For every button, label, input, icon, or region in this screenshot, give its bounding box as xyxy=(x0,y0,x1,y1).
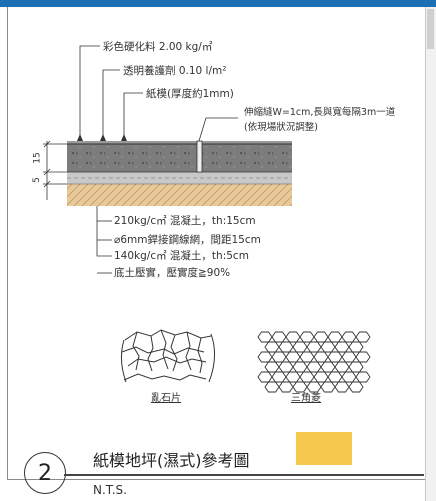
diamond-tile xyxy=(285,351,301,363)
diamond-tile xyxy=(341,331,357,343)
vertical-scrollbar[interactable] xyxy=(425,7,436,501)
subgrade-layer xyxy=(67,184,292,206)
diamond-tile xyxy=(285,331,301,343)
diamond-tile xyxy=(299,351,315,363)
expansion-joint xyxy=(196,140,203,173)
diamond-tile xyxy=(257,331,273,343)
diamond-tile xyxy=(320,381,336,393)
title-underline xyxy=(64,474,424,476)
pavement-section xyxy=(67,140,292,206)
caption-flagstone: 亂石片 xyxy=(151,393,181,404)
label-concrete-210: 210kg/c㎡ 混凝土，th:15cm xyxy=(114,215,256,227)
surface-coating-layer xyxy=(67,141,292,144)
diamond-tile xyxy=(313,371,329,383)
diamond-tile xyxy=(292,361,308,373)
diamond-tile xyxy=(299,331,315,343)
caption-diamond: 三角菱 xyxy=(291,393,321,404)
flagstone-pattern xyxy=(120,329,215,383)
label-paper-mold: 紙模(厚度約1mm) xyxy=(146,88,234,100)
diamond-tile xyxy=(327,351,343,363)
diamond-tile xyxy=(341,351,357,363)
diamond-tile xyxy=(271,351,287,363)
diamond-tile xyxy=(320,361,336,373)
label-color-hardener: 彩色硬化料 2.00 kg/㎡ xyxy=(103,41,213,53)
diamond-tile xyxy=(306,341,322,353)
diamond-tile xyxy=(313,351,329,363)
dimension-5: 5 xyxy=(31,177,42,183)
detail-number-text: 2 xyxy=(38,460,52,486)
diamond-tile xyxy=(348,341,364,353)
label-wire-mesh: ⌀6mm銲接鋼線網，間距15cm xyxy=(114,234,261,246)
diamond-tile xyxy=(327,371,343,383)
diamond-tile xyxy=(306,361,322,373)
dimension-marks xyxy=(43,140,67,200)
label-subgrade: 底土壓實，壓實度≧90% xyxy=(114,267,231,279)
diamond-tile xyxy=(320,341,336,353)
diamond-tile xyxy=(257,351,273,363)
scale-note: N.T.S. xyxy=(93,483,127,497)
label-expansion-joint: 伸縮縫W=1cm,長與寬每隔3m一道 xyxy=(244,107,396,118)
drawing-title: 紙模地坪(濕式)參考圖 xyxy=(93,451,250,470)
diamond-tile xyxy=(264,361,280,373)
detail-number: 2 xyxy=(24,452,66,494)
diamond-tile xyxy=(264,341,280,353)
diamond-tile xyxy=(313,331,329,343)
diamond-pattern xyxy=(257,331,371,393)
diamond-tile xyxy=(264,381,280,393)
color-swatch xyxy=(296,432,352,465)
diamond-tile xyxy=(334,341,350,353)
diamond-tile xyxy=(271,331,287,343)
scrollbar-thumb[interactable] xyxy=(427,9,434,49)
diamond-tile xyxy=(355,351,371,363)
diamond-tile xyxy=(299,371,315,383)
diamond-tile xyxy=(285,371,301,383)
leader-arrows xyxy=(77,134,127,141)
label-concrete-140: 140kg/c㎡ 混凝土，th:5cm xyxy=(114,250,249,262)
diamond-tile xyxy=(271,371,287,383)
window-top-bar xyxy=(0,0,436,7)
diamond-tile xyxy=(341,371,357,383)
leader-lines xyxy=(79,45,238,274)
diamond-tile xyxy=(327,331,343,343)
diamond-tile xyxy=(292,341,308,353)
diamond-tile xyxy=(334,361,350,373)
diamond-tile xyxy=(278,361,294,373)
dimension-15: 15 xyxy=(32,152,43,164)
diamond-tile xyxy=(348,361,364,373)
diamond-tile xyxy=(278,341,294,353)
label-joint-note: (依現場狀況調整) xyxy=(244,122,318,133)
diamond-tile xyxy=(257,371,273,383)
diamond-tile xyxy=(334,381,350,393)
concrete-slab-layer xyxy=(67,144,292,172)
label-curing-sealer: 透明養護劑 0.10 l/m² xyxy=(123,65,227,77)
diamond-tile xyxy=(355,371,371,383)
diamond-tile xyxy=(355,331,371,343)
diamond-tile xyxy=(348,381,364,393)
